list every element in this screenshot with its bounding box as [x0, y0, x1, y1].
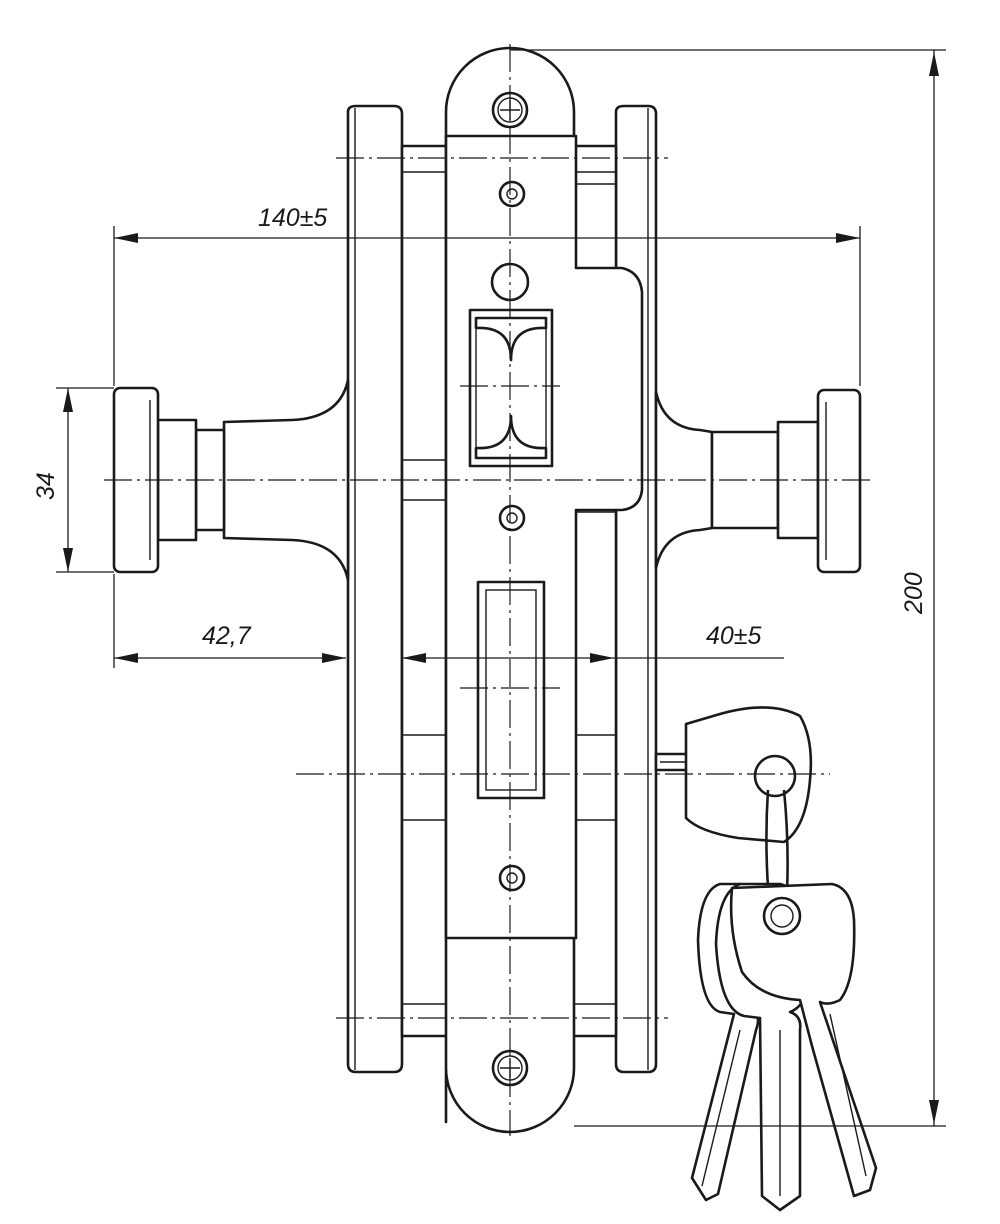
right-knob: [654, 388, 862, 574]
dimension-backset: [402, 653, 784, 663]
dimension-label-plate-height: 200: [900, 572, 928, 615]
dimension-label-knob-projection: 42,7: [202, 622, 252, 650]
mounting-screw-2: [498, 504, 526, 532]
latch-bolt: [468, 308, 554, 468]
dimension-label-handle-span: 140±5: [258, 204, 327, 232]
dimension-label-knob-diameter: 34: [32, 472, 60, 500]
dimension-label-backset: 40±5: [706, 622, 762, 650]
center-lines: [104, 44, 870, 1136]
dimension-knob-projection: [113, 574, 346, 668]
dimension-plate-height: [510, 49, 946, 1127]
dimension-handle-span: [113, 226, 861, 386]
mounting-screw-3: [498, 864, 526, 892]
deadbolt: [476, 580, 546, 800]
inserted-key: [654, 706, 813, 844]
mounting-screw-1: [498, 180, 526, 208]
key-3: [729, 882, 878, 1198]
dimension-knob-diameter: [56, 387, 114, 573]
left-escutcheon-plate: [346, 104, 404, 1074]
right-escutcheon-plate: [614, 104, 658, 1074]
